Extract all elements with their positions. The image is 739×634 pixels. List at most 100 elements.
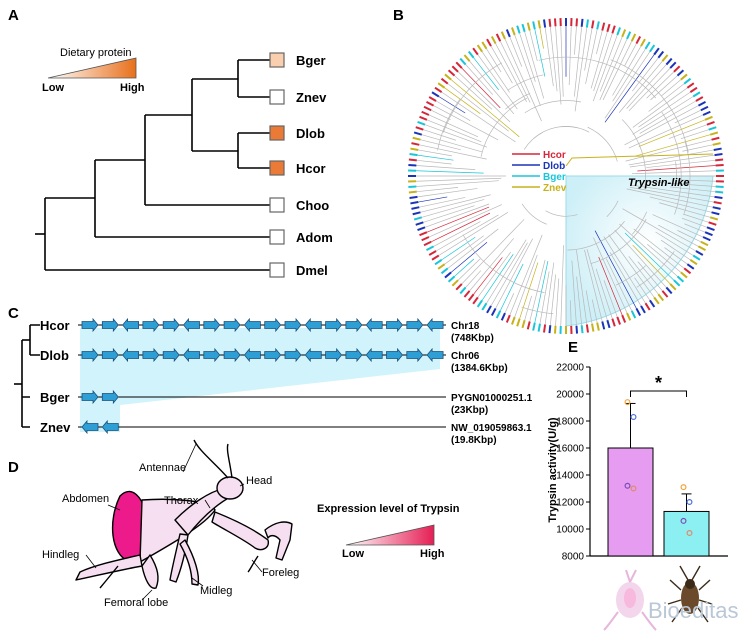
data-point xyxy=(624,399,631,406)
gene-tip xyxy=(708,221,717,226)
gene-branch xyxy=(655,231,694,256)
expression-legend-high: High xyxy=(420,548,445,560)
gene-branch xyxy=(634,277,651,301)
gene-branch xyxy=(629,186,714,203)
gene-branch xyxy=(660,239,691,261)
gene-tip xyxy=(490,36,497,45)
gene-tip xyxy=(431,91,440,98)
species-label-dmel: Dmel xyxy=(296,263,328,278)
scaffold-size: (1384.6Kbp) xyxy=(451,363,508,374)
scaffold-name: PYGN01000251.1 xyxy=(451,393,533,404)
gene-arc xyxy=(621,119,646,188)
gene-tip xyxy=(495,33,502,42)
gene-tip xyxy=(412,136,421,141)
gene-arc xyxy=(567,221,625,251)
gene-tip xyxy=(580,18,584,27)
expression-legend-title: Expression level of Trypsin xyxy=(317,503,460,515)
gene-tip xyxy=(713,147,722,151)
gene-branch xyxy=(454,75,493,110)
gene-tip xyxy=(661,290,669,298)
gene-tip xyxy=(683,77,692,85)
gene-tip xyxy=(697,100,706,107)
species-box-adom xyxy=(269,229,285,245)
gene-arc xyxy=(523,132,543,150)
gene-branch xyxy=(681,217,708,228)
panel-c-tree xyxy=(14,324,40,428)
gene-branch xyxy=(603,236,646,304)
gene-branch xyxy=(647,243,682,273)
gene-arrow xyxy=(406,317,424,333)
gene-branch xyxy=(426,206,490,233)
gene-branch xyxy=(661,79,682,96)
gene-arrow xyxy=(101,317,119,333)
data-point xyxy=(630,413,637,420)
gene-tip xyxy=(683,267,692,275)
gene-tip xyxy=(413,131,423,136)
gene-tip xyxy=(408,185,417,189)
gene-arrow xyxy=(284,317,302,333)
panel-label-a: A xyxy=(8,7,19,24)
gene-arrow xyxy=(122,347,139,363)
label-foreleg: Foreleg xyxy=(262,567,299,579)
gene-tip xyxy=(704,115,713,121)
gene-arc xyxy=(521,203,547,225)
gene-branch xyxy=(421,199,485,218)
y-tick-label: 10000 xyxy=(556,525,584,536)
gene-branch xyxy=(605,258,633,311)
gene-arrow xyxy=(243,347,261,363)
gene-tip xyxy=(463,290,471,298)
gene-tip xyxy=(505,314,511,323)
gene-tip xyxy=(537,323,541,332)
gene-branch xyxy=(569,300,572,326)
gene-arrow xyxy=(162,347,180,363)
gene-tip xyxy=(673,65,681,73)
gene-tip xyxy=(709,131,719,136)
gene-branch xyxy=(457,258,481,281)
gene-tip xyxy=(532,21,536,30)
gene-branch xyxy=(423,129,457,141)
gene-branch xyxy=(664,247,688,265)
gene-branch xyxy=(435,214,499,252)
gene-tip xyxy=(644,41,651,50)
gene-branch xyxy=(539,28,544,49)
gene-arrow xyxy=(264,317,282,333)
gene-branch xyxy=(416,165,476,171)
gene-tip xyxy=(423,105,432,112)
gene-arrow xyxy=(203,317,221,333)
gene-branch xyxy=(416,186,459,193)
gene-arc xyxy=(587,126,618,162)
gene-branch xyxy=(457,71,511,123)
gene-tip xyxy=(606,23,611,33)
y-tick-label: 22000 xyxy=(556,363,584,374)
gene-branch xyxy=(649,196,712,213)
gene-tip xyxy=(472,47,479,56)
gene-tip xyxy=(428,96,437,102)
gene-tip xyxy=(585,19,589,28)
gene-tip xyxy=(516,318,521,327)
mantis-illustration xyxy=(75,439,293,589)
gene-arrow xyxy=(101,389,119,405)
label-abdomen: Abdomen xyxy=(62,493,109,505)
gene-tip xyxy=(712,206,721,210)
y-tick-label: 8000 xyxy=(562,552,585,563)
panel-d: D Antennae H xyxy=(8,439,460,609)
gene-branch xyxy=(473,57,499,91)
gene-tip xyxy=(640,38,646,47)
y-tick-label: 20000 xyxy=(556,390,584,401)
gene-tip xyxy=(708,126,717,131)
gene-branch xyxy=(608,234,655,298)
gene-branch xyxy=(419,144,487,160)
head-shape xyxy=(216,476,244,500)
gene-tip xyxy=(417,121,426,126)
gene-branch xyxy=(529,259,546,322)
gene-tip xyxy=(591,20,595,29)
gene-tip xyxy=(486,38,492,47)
gene-arrow xyxy=(284,347,302,363)
gene-tip xyxy=(661,54,669,62)
gene-tip xyxy=(669,283,677,291)
gene-branch xyxy=(639,100,697,134)
gene-tip xyxy=(714,153,723,157)
gene-tip xyxy=(521,23,526,33)
